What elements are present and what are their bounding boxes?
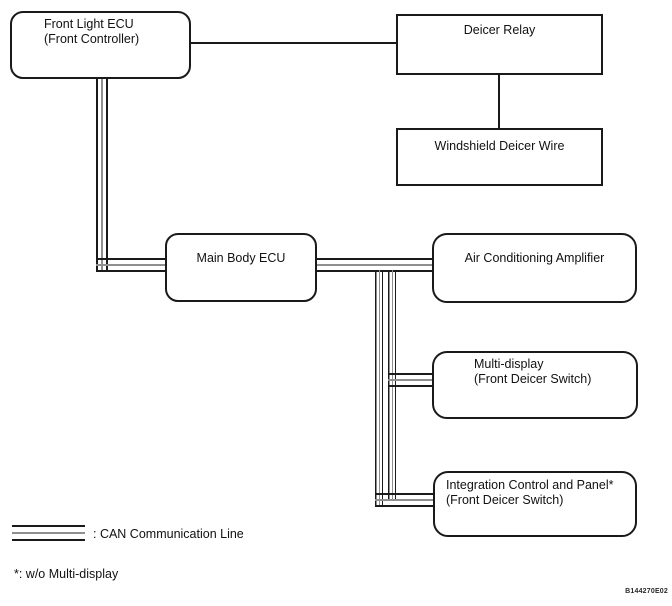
can-bus-main-body-to-ac-amplifier [316,258,433,272]
wire-deicer-relay-to-windshield-deicer-wire [498,73,500,129]
node-windshield-deicer-wire-label: Windshield Deicer Wire [434,139,565,153]
node-front-light-ecu-line1: Front Light ECU [44,17,134,31]
footnote-wo-multi-display: *: w/o Multi-display [14,567,119,581]
can-rail-to-integration-control [375,270,383,507]
can-branch-into-multi-display [388,373,434,387]
node-multi-display-line1: Multi-display [474,357,544,371]
wire-front-light-ecu-to-deicer-relay [189,42,397,44]
node-multi-display-line2: (Front Deicer Switch) [474,372,592,386]
figure-code: B144270E02 [625,588,668,595]
node-multi-display: Multi-display (Front Deicer Switch) [432,351,638,419]
node-air-conditioning-amplifier-label: Air Conditioning Amplifier [464,251,605,265]
node-windshield-deicer-wire: Windshield Deicer Wire [396,128,603,186]
node-integration-control-panel: Integration Control and Panel* (Front De… [433,471,637,537]
node-front-light-ecu: Front Light ECU (Front Controller) [10,11,191,79]
node-main-body-ecu-label: Main Body ECU [196,251,286,265]
can-branch-into-integration-control [375,493,435,507]
can-line-into-main-body-ecu [96,258,166,272]
node-front-light-ecu-line2: (Front Controller) [44,32,140,46]
node-deicer-relay: Deicer Relay [396,14,603,75]
node-main-body-ecu: Main Body ECU [165,233,317,302]
legend-can-line-symbol [12,525,85,541]
legend-can-line-label: : CAN Communication Line [93,527,244,541]
can-line-front-light-ecu-vertical [96,77,108,272]
node-deicer-relay-label: Deicer Relay [463,23,536,37]
node-integration-control-panel-line2: (Front Deicer Switch) [446,493,564,507]
node-integration-control-panel-line1: Integration Control and Panel* [446,478,614,492]
node-air-conditioning-amplifier: Air Conditioning Amplifier [432,233,637,303]
